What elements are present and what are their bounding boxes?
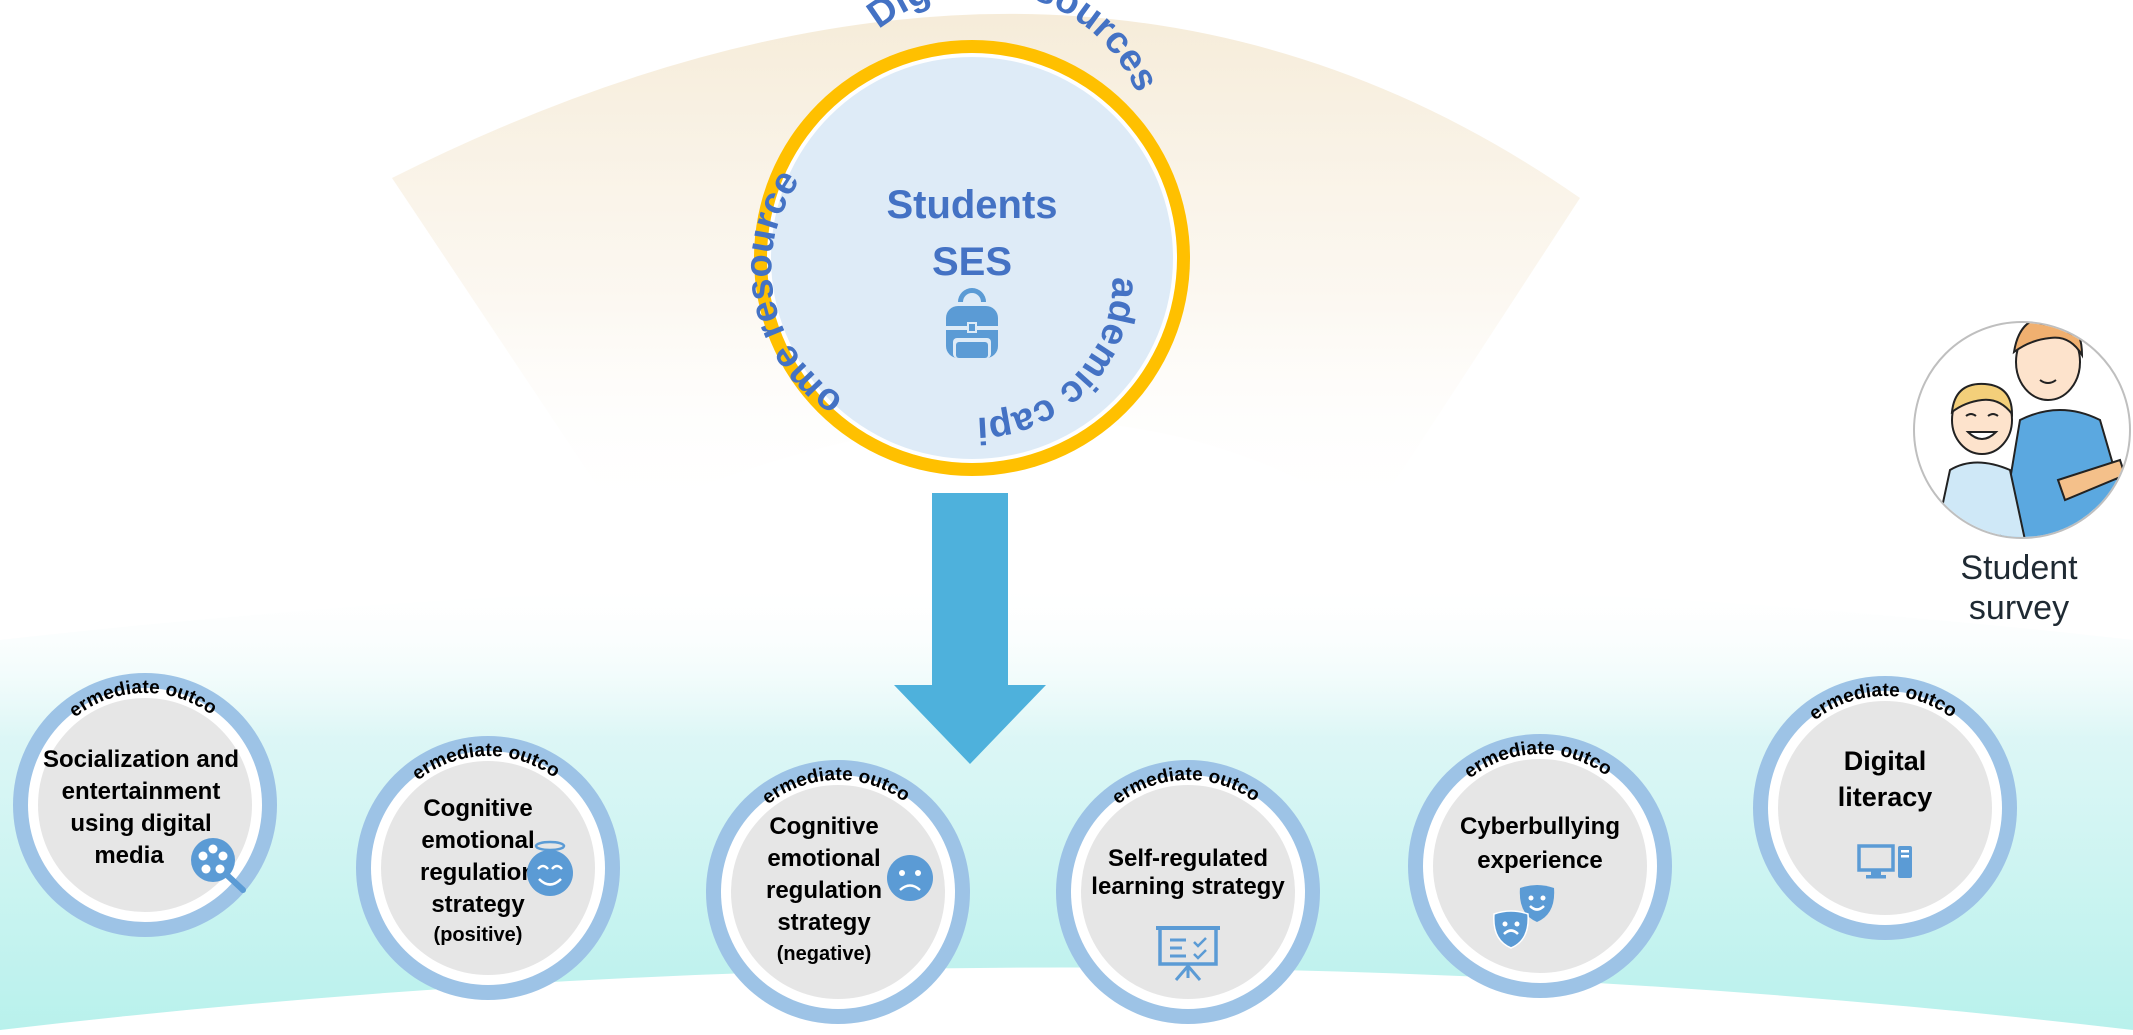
survey-label-line2: survey bbox=[1968, 589, 2070, 627]
survey-label-line1: Student bbox=[1960, 549, 2078, 587]
ses-title-line1: Students bbox=[886, 183, 1057, 227]
ses-title-line2: SES bbox=[932, 240, 1012, 284]
theater-masks-icon bbox=[1493, 885, 1555, 949]
outcome-core bbox=[1433, 759, 1647, 973]
backpack-icon bbox=[944, 288, 1000, 358]
students-illustration bbox=[1913, 321, 2131, 539]
outcome-core bbox=[381, 761, 595, 975]
outcome-label-line: literacy bbox=[1838, 782, 1933, 812]
student-survey-label: Student survey bbox=[1900, 548, 2133, 628]
outcome-label-line: Socialization and bbox=[43, 746, 239, 773]
outcome-core bbox=[1081, 785, 1295, 999]
outcome-label-line: emotional bbox=[767, 845, 880, 872]
desktop-computer-icon bbox=[1857, 844, 1912, 879]
outcome-label-line: regulation bbox=[420, 859, 536, 886]
outcome-sublabel: (negative) bbox=[777, 943, 871, 965]
film-reel-search-icon bbox=[191, 838, 246, 893]
ses-circle bbox=[754, 40, 1190, 476]
outcome-label-line: Digital bbox=[1844, 746, 1927, 776]
outcome-label-line: Cognitive bbox=[423, 795, 532, 822]
outcome-label-line: Self-regulated bbox=[1108, 845, 1268, 872]
outcome-circle: Intermediate outcomeSocialization and ent… bbox=[0, 0, 277, 937]
outcome-label-line: entertainment bbox=[62, 778, 221, 805]
presentation-board-icon bbox=[1156, 926, 1220, 981]
outcome-label-line: emotional bbox=[421, 827, 534, 854]
outcome-label-line: using digital bbox=[70, 810, 211, 837]
outcome-tag: Intermediate outcome bbox=[0, 0, 221, 722]
sad-face-icon bbox=[887, 855, 933, 901]
outcome-label-line: learning strategy bbox=[1091, 873, 1285, 900]
outcome-label-line: Cyberbullying bbox=[1460, 813, 1620, 840]
outcome-sublabel: (positive) bbox=[434, 924, 523, 946]
smiling-face-icon bbox=[527, 840, 573, 896]
down-arrow bbox=[894, 493, 1046, 764]
outcome-label-line: regulation bbox=[766, 877, 882, 904]
outcome-label-line: Cognitive bbox=[769, 813, 878, 840]
outcome-label-line: strategy bbox=[431, 891, 525, 918]
outcome-core bbox=[1778, 701, 1992, 915]
outcome-label-line: strategy bbox=[777, 909, 871, 936]
outcome-core bbox=[731, 785, 945, 999]
outcome-label-line: experience bbox=[1477, 847, 1602, 874]
outcome-label-line: media bbox=[94, 842, 164, 869]
